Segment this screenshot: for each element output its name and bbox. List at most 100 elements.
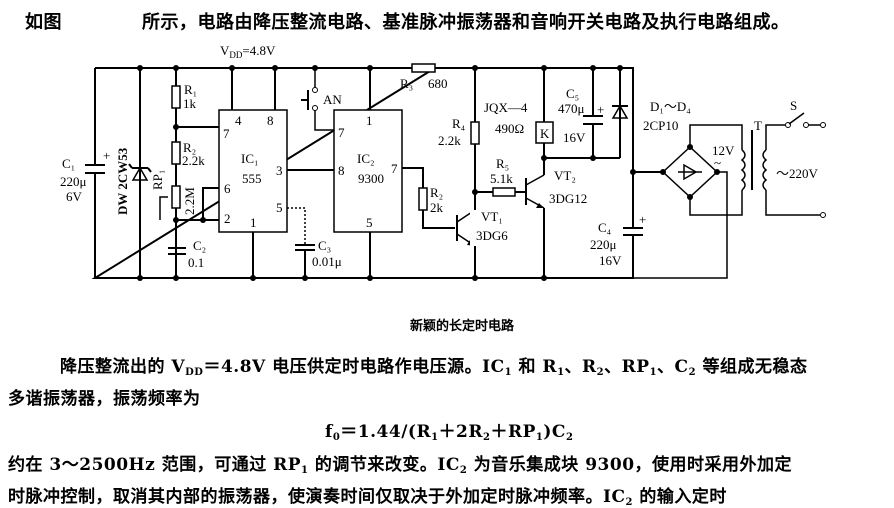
svg-text:16V: 16V xyxy=(563,130,586,145)
svg-text:RP₁: RP₁ xyxy=(150,170,165,190)
relay-k: K JQX—4 490Ω xyxy=(484,100,554,144)
svg-text:0.1: 0.1 xyxy=(188,255,204,270)
svg-text:3DG12: 3DG12 xyxy=(549,191,587,206)
svg-text:470μ: 470μ xyxy=(558,101,585,116)
svg-text:C₅: C₅ xyxy=(566,86,579,101)
text-segment: 、R xyxy=(564,357,597,377)
svg-text:12V: 12V xyxy=(712,143,735,158)
svg-text:2.2k: 2.2k xyxy=(438,133,461,148)
subscript: 1 xyxy=(431,432,439,443)
svg-text:8: 8 xyxy=(267,113,274,128)
svg-text:K: K xyxy=(540,126,550,141)
svg-text:R₃: R₃ xyxy=(400,76,413,91)
body-line: 时脉冲控制，取消其内部的振荡器，使演奏时间仅取决于外加定时脉冲频率。IC2 的输… xyxy=(8,482,727,508)
svg-text:2CP10: 2CP10 xyxy=(643,118,678,133)
svg-text:2k: 2k xyxy=(430,200,444,215)
svg-text:～220V: ～220V xyxy=(776,166,819,181)
text-segment: 和 R xyxy=(512,357,558,377)
svg-text:R₁: R₁ xyxy=(184,82,197,97)
subscript: DD xyxy=(185,367,204,378)
junction-dots xyxy=(137,65,720,281)
svg-text:R₂: R₂ xyxy=(183,140,196,155)
svg-text:6V: 6V xyxy=(66,189,83,204)
svg-text:490Ω: 490Ω xyxy=(495,121,524,136)
resistor-r3: R₃ 680 xyxy=(400,63,448,91)
svg-text:VT₂: VT₂ xyxy=(554,168,576,183)
subscript: 2 xyxy=(688,367,697,378)
svg-text:2.2k: 2.2k xyxy=(182,153,205,168)
svg-text:VT₁: VT₁ xyxy=(481,209,503,224)
zener-dw: DW 2CW53 xyxy=(115,68,152,278)
text-segment: 的输入定时 xyxy=(632,487,727,507)
svg-text:7: 7 xyxy=(391,161,398,176)
svg-text:220μ: 220μ xyxy=(590,237,617,252)
bridge-rectifier: D₁～D₄ 2CP10 xyxy=(633,99,743,279)
body-line: 约在 3～2500Hz 范围，可通过 RP1 的调节来改变。IC2 为音乐集成块… xyxy=(8,450,792,476)
svg-text:9300: 9300 xyxy=(358,171,384,186)
text-segment: )C xyxy=(543,422,566,442)
subscript: 2 xyxy=(596,367,605,378)
ic1-555: 4 8 7 6 2 1 3 5 IC₁ 555 xyxy=(218,68,288,278)
svg-text:IC₁: IC₁ xyxy=(241,151,259,166)
flyback-diode xyxy=(611,68,629,158)
svg-text:5: 5 xyxy=(366,215,373,230)
svg-text:~: ~ xyxy=(714,155,721,170)
svg-text:R₂: R₂ xyxy=(430,185,443,200)
subscript: 2 xyxy=(459,465,468,476)
text-segment: ＝1.44/(R xyxy=(340,422,432,442)
text-segment: 多谐振荡器，振荡频率为 xyxy=(8,389,201,409)
svg-text:0.01μ: 0.01μ xyxy=(312,254,342,269)
svg-text:1k: 1k xyxy=(183,96,197,111)
svg-text:T: T xyxy=(754,118,762,133)
transformer-t: 12V ~ T ～220V xyxy=(712,118,820,216)
circuit-diagram: VDD=4.8V + C₁ 220μ 6V DW 2CW53 R₁ 1k R₂ … xyxy=(60,43,826,281)
transistor-vt1: R₄ 2.2k VT₁ 3DG6 xyxy=(438,68,508,278)
text-segment: ＝4.8V 电压供定时电路作电压源。IC xyxy=(203,357,505,377)
subscript: 1 xyxy=(535,432,544,443)
svg-text:R₅: R₅ xyxy=(496,156,509,171)
svg-text:5: 5 xyxy=(276,200,283,215)
subscript: 2 xyxy=(483,432,491,443)
svg-text:C₂: C₂ xyxy=(193,238,206,253)
subscript: 2 xyxy=(565,432,574,443)
ic2-9300: 7 1 8 7 5 IC₂ 9300 xyxy=(287,68,403,278)
power-switch-s: S xyxy=(785,98,826,218)
capacitor-c1: + C₁ 220μ 6V xyxy=(60,68,110,278)
text-segment: f xyxy=(325,422,333,442)
svg-text:1: 1 xyxy=(366,113,373,128)
body-line: 多谐振荡器，振荡频率为 xyxy=(8,384,201,409)
svg-text:AN: AN xyxy=(323,92,342,107)
svg-text:555: 555 xyxy=(242,171,262,186)
text-segment: 时脉冲控制，取消其内部的振荡器，使演奏时间仅取决于外加定时脉冲频率。IC xyxy=(8,487,626,507)
subscript: 2 xyxy=(625,497,633,508)
svg-text:S: S xyxy=(790,98,797,113)
svg-text:5.1k: 5.1k xyxy=(490,171,513,186)
svg-text:C₄: C₄ xyxy=(598,220,612,235)
text-segment: 等组成无稳态 xyxy=(696,357,808,377)
subscript: 0 xyxy=(332,432,341,443)
text-segment: ＋RP xyxy=(490,422,536,442)
svg-text:3: 3 xyxy=(276,163,283,178)
header-lead: 如图 xyxy=(25,12,62,33)
capacitor-c5: C₅ 470μ 16V + xyxy=(544,68,620,159)
svg-text:+: + xyxy=(597,102,604,117)
vdd-label: VDD=4.8V xyxy=(220,43,276,60)
svg-text:+: + xyxy=(639,212,646,227)
svg-text:2: 2 xyxy=(224,211,231,226)
svg-text:2.2M: 2.2M xyxy=(182,187,197,215)
subscript: 1 xyxy=(504,367,513,378)
svg-text:D₁～D₄: D₁～D₄ xyxy=(650,99,691,114)
timing-network: R₁ 1k R₂ 2.2k RP₁ 2.2M C₂ 0.1 xyxy=(150,68,219,278)
subscript: 1 xyxy=(557,367,565,378)
text-segment: 的调节来改变。IC xyxy=(308,455,460,475)
transistor-vt2: R₅ 5.1k VT₂ 3DG12 xyxy=(475,68,587,278)
svg-text:JQX—4: JQX—4 xyxy=(484,100,528,115)
svg-text:3DG6: 3DG6 xyxy=(476,228,508,243)
body-line: 降压整流出的 VDD＝4.8V 电压供定时电路作电压源。IC1 和 R1、R2、… xyxy=(60,352,807,378)
svg-text:C₁: C₁ xyxy=(62,156,75,171)
body-line: f0＝1.44/(R1＋2R2＋RP1)C2 xyxy=(325,417,573,443)
capacitor-c4: + C₄ 220μ 16V xyxy=(590,212,646,268)
text-segment: ＋2R xyxy=(438,422,484,442)
svg-text:8: 8 xyxy=(338,163,345,178)
svg-text:7: 7 xyxy=(338,125,345,140)
